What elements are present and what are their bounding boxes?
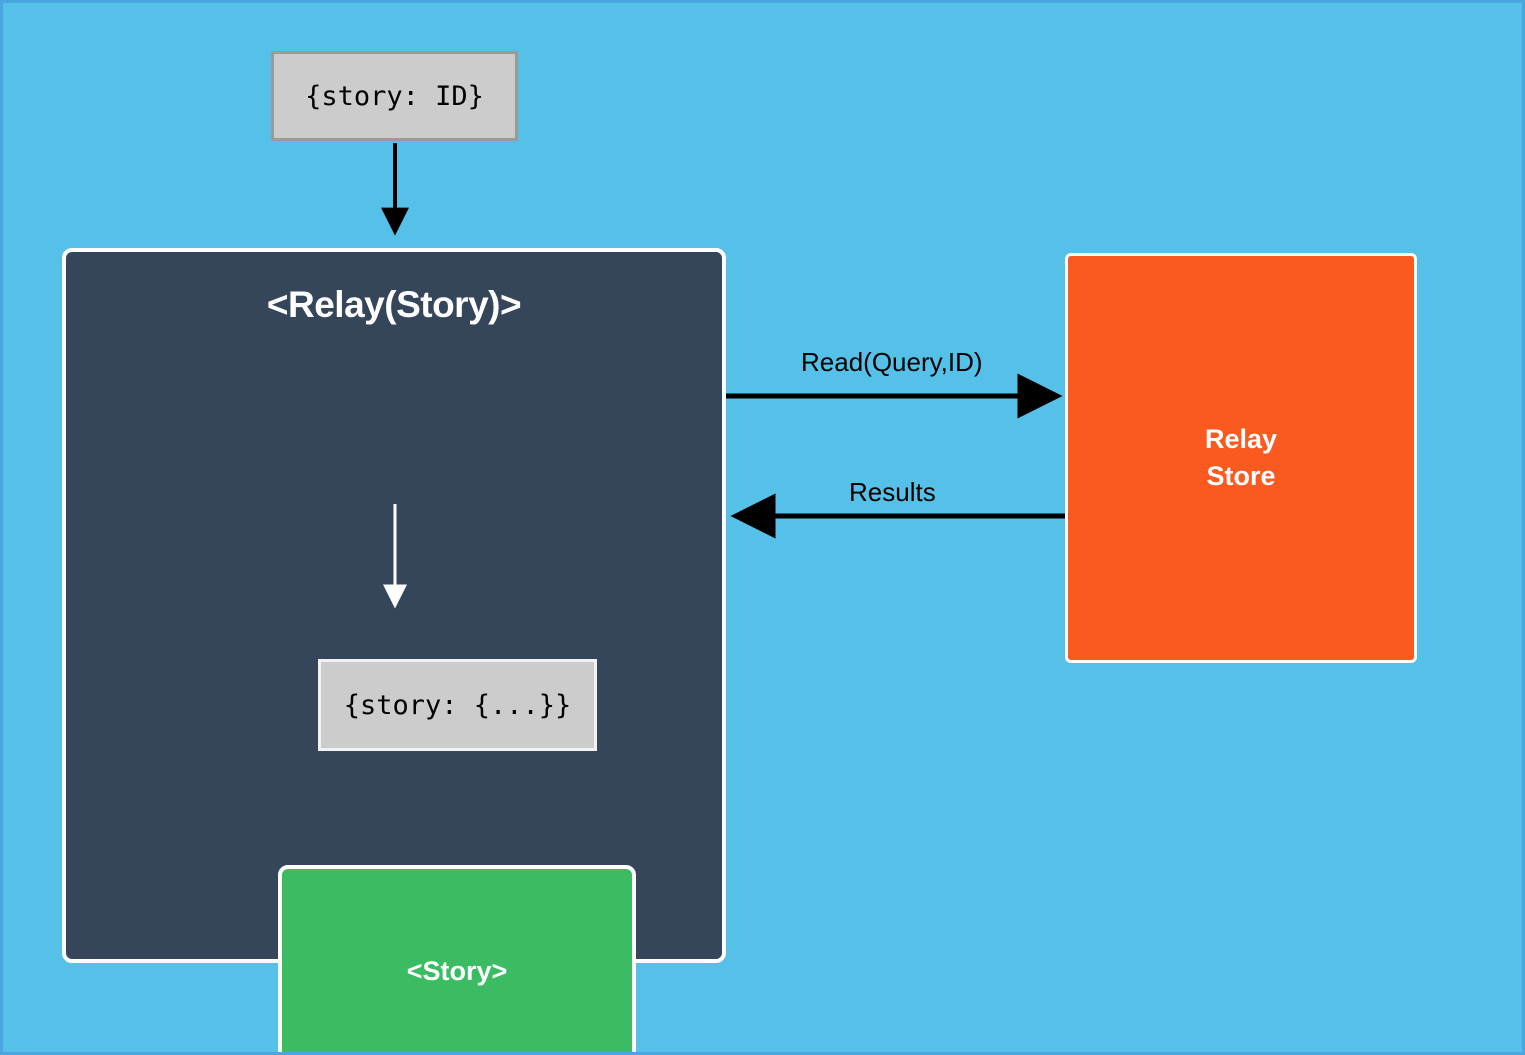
relay-store-label-line2: Store xyxy=(1206,461,1276,491)
story-component-box: <Story> xyxy=(278,865,636,1052)
relay-story-title: <Relay(Story)> xyxy=(266,284,522,325)
read-query-id-edge-label: Read(Query,ID) xyxy=(801,347,983,377)
results-edge-label: Results xyxy=(849,477,936,507)
story-id-props-box: {story: ID} xyxy=(271,51,518,141)
story-data-box: {story: {...}} xyxy=(318,659,597,751)
story-component-label: <Story> xyxy=(406,955,508,986)
relay-store-label-line1: Relay xyxy=(1204,423,1278,454)
relay-store-box: Relay Store xyxy=(1065,253,1417,663)
relay-story-container: <Relay(Story)> {story: {...}} <Story> xyxy=(62,248,726,1052)
